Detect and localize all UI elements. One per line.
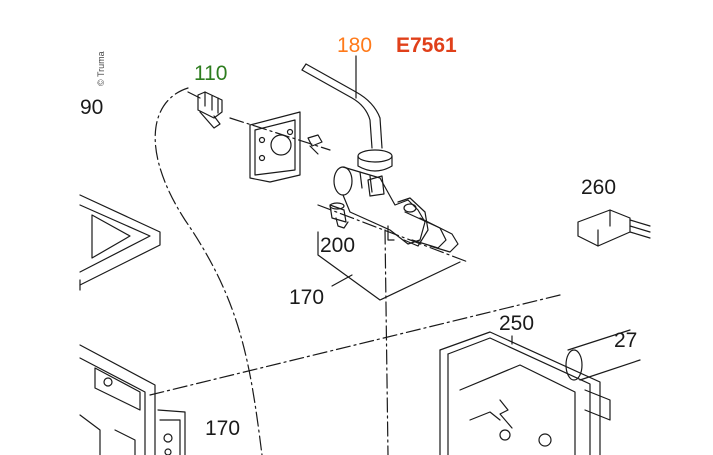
callout-27x: 27	[614, 329, 638, 352]
gasket-plate-drawing	[249, 111, 301, 183]
diagonal-axis-line	[149, 294, 561, 396]
callout-e7561-code: E7561	[396, 34, 457, 57]
fitting-axis-line	[229, 117, 331, 151]
left-lower-housing	[79, 344, 186, 455]
pin-200-drawing	[329, 202, 349, 229]
callout-90: 90	[80, 96, 104, 119]
callout-110: 110	[194, 62, 228, 85]
valve-body-drawing	[333, 166, 459, 253]
callout-170-leader	[331, 274, 353, 287]
callout-170-bottom: 170	[205, 417, 241, 440]
fitting-110-drawing	[187, 91, 223, 129]
housing-250-drawing	[439, 331, 611, 455]
assembly-path-line	[154, 87, 263, 455]
callout-170-top: 170	[289, 286, 325, 309]
callout-200: 200	[320, 234, 356, 257]
vertical-axis-line	[384, 229, 389, 455]
pipe-180-drawing	[301, 63, 383, 149]
connector-260-drawing	[577, 209, 651, 247]
cylinder-27x-drawing	[565, 329, 641, 381]
copyright-text: © Truma	[96, 51, 106, 86]
left-mounting-plate	[79, 194, 161, 291]
screw-drawing	[307, 134, 323, 155]
pipe-nut-drawing	[357, 149, 393, 172]
callout-260: 260	[581, 176, 617, 199]
callout-180: 180	[337, 34, 373, 57]
valve-axis-line	[317, 204, 469, 263]
callout-170-bracket	[317, 231, 461, 301]
callout-250: 250	[499, 312, 535, 335]
